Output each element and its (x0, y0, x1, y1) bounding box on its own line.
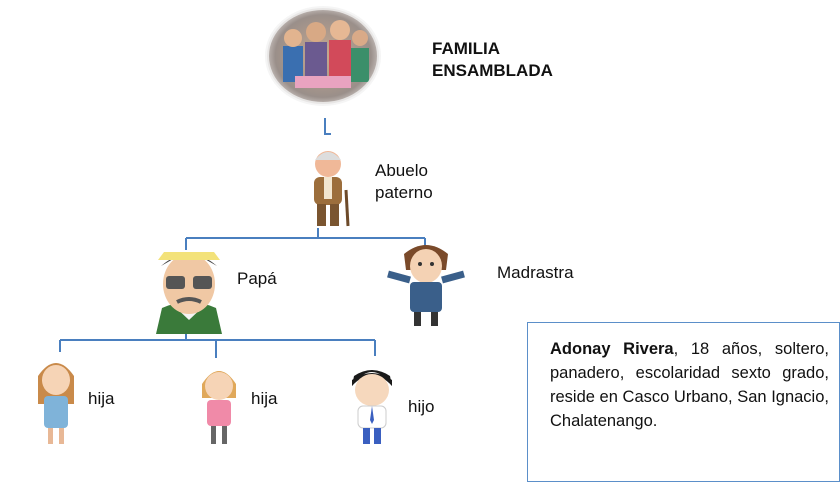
son-figure (344, 362, 400, 446)
diagram-title: FAMILIA ENSAMBLADA (432, 38, 553, 82)
title-line-1: FAMILIA (432, 39, 500, 58)
daughter-1-figure (32, 356, 80, 446)
father-figure (150, 246, 228, 334)
grandfather-label-line-2: paterno (375, 183, 433, 202)
profile-name: Adonay Rivera (550, 340, 674, 358)
son-label: hijo (408, 397, 435, 416)
father-label: Papá (237, 269, 277, 288)
grandfather-label: Abuelo paterno (375, 160, 433, 204)
daughter-2-label: hija (251, 389, 278, 408)
daughter-1-label: hija (88, 389, 115, 408)
family-photo (265, 6, 381, 106)
profile-description: , 18 años, soltero, panadero, escolarida… (550, 340, 829, 430)
connector-photo-to-grandfather (324, 118, 331, 135)
profile-info-box: Adonay Rivera, 18 años, soltero, panader… (527, 322, 840, 482)
title-line-2: ENSAMBLADA (432, 61, 553, 80)
grandfather-label-line-1: Abuelo (375, 161, 428, 180)
stepmother-label: Madrastra (497, 263, 574, 282)
stepmother-figure (386, 240, 466, 328)
daughter-2-figure (196, 362, 242, 446)
grandfather-figure (298, 146, 358, 230)
